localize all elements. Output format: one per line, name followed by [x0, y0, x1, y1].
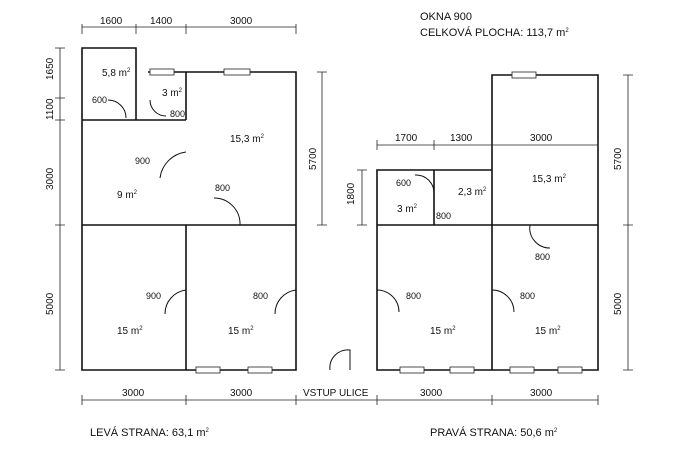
dim-bottom-3: 3000: [420, 388, 443, 399]
door-arc: [274, 289, 297, 315]
dim-bottom-4: 3000: [530, 388, 553, 399]
svg-text:800: 800: [436, 211, 451, 221]
room-area: 15 m2: [430, 326, 456, 337]
dim-right-top-3: 3000: [530, 133, 553, 144]
door-arc: [529, 224, 551, 249]
dim-right-top-2: 1300: [450, 133, 473, 144]
door-arc: [159, 151, 187, 179]
doors: [107, 99, 551, 371]
dim-left-side-4: 5000: [45, 292, 56, 315]
door-arc: [107, 99, 127, 119]
door-arc: [414, 174, 435, 195]
room-area: 15 m2: [535, 326, 561, 337]
dim-right-top-1: 1700: [395, 133, 418, 144]
door-arc: [376, 289, 400, 313]
svg-text:800: 800: [520, 291, 535, 301]
room-area: 5,8 m2: [102, 68, 131, 79]
svg-text:800: 800: [215, 183, 230, 193]
svg-text:800: 800: [535, 252, 550, 262]
dim-left-side-3: 3000: [45, 167, 56, 190]
dim-left-side-1: 1650: [45, 57, 56, 80]
svg-text:800: 800: [170, 109, 185, 119]
dimension-lines: [55, 24, 633, 405]
svg-text:800: 800: [406, 291, 421, 301]
dim-bottom-2: 3000: [230, 388, 253, 399]
svg-text:900: 900: [146, 291, 161, 301]
dim-bottom-1: 3000: [122, 388, 145, 399]
room-area: 15,3 m2: [532, 174, 567, 185]
right-wing-walls: [376, 74, 599, 371]
room-area: 15 m2: [117, 326, 143, 337]
door-arc: [149, 99, 167, 117]
room-area: 9 m2: [117, 190, 138, 201]
dim-right-side-1: 5700: [613, 147, 624, 170]
door-arc: [164, 289, 187, 315]
dim-left-top-2: 1400: [150, 16, 173, 27]
left-wing-walls: [81, 47, 297, 371]
room-area: 15,3 m2: [230, 134, 265, 145]
total-area-label: CELKOVÁ PLOCHA: 113,7 m2: [420, 26, 569, 39]
room-areas: 5,8 m2 3 m2 15,3 m2 9 m2 15 m2 15 m2 3 m…: [102, 68, 567, 337]
svg-text:600: 600: [396, 178, 411, 188]
entrance-label: VSTUP ULICE: [303, 388, 369, 399]
right-wing-area: PRAVÁ STRANA: 50,6 m2: [430, 426, 558, 439]
dim-left-side-2: 1100: [45, 98, 56, 120]
svg-text:800: 800: [253, 291, 268, 301]
room-area: 3 m2: [397, 204, 418, 215]
svg-text:900: 900: [135, 156, 150, 166]
door-arc: [491, 289, 515, 313]
dim-left-top-1: 1600: [100, 16, 123, 27]
windows: [149, 68, 583, 374]
dim-mid-side: 5700: [308, 147, 319, 170]
entry-door-arc: [329, 349, 351, 371]
windows-label: OKNA 900: [420, 11, 472, 23]
left-wing-area: LEVÁ STRANA: 63,1 m2: [90, 426, 210, 439]
dim-left-top-3: 3000: [230, 16, 253, 27]
door-arc: [213, 197, 241, 226]
header: OKNA 900 CELKOVÁ PLOCHA: 113,7 m2: [420, 11, 569, 39]
room-area: 3 m2: [162, 88, 183, 99]
room-area: 2,3 m2: [458, 187, 487, 198]
dimension-texts: 1600 1400 3000 1650 1100 3000 5000 5700 …: [45, 16, 624, 399]
room-area: 15 m2: [228, 326, 254, 337]
dim-right-side-2: 5000: [613, 292, 624, 315]
door-width-labels: 600 800 900 800 900 800 600 800 800 800 …: [92, 95, 550, 301]
footer: LEVÁ STRANA: 63,1 m2 PRAVÁ STRANA: 50,6 …: [90, 426, 558, 439]
svg-text:600: 600: [92, 95, 107, 105]
wall-plan: [81, 47, 599, 371]
dim-right-inner-side: 1800: [346, 182, 357, 205]
